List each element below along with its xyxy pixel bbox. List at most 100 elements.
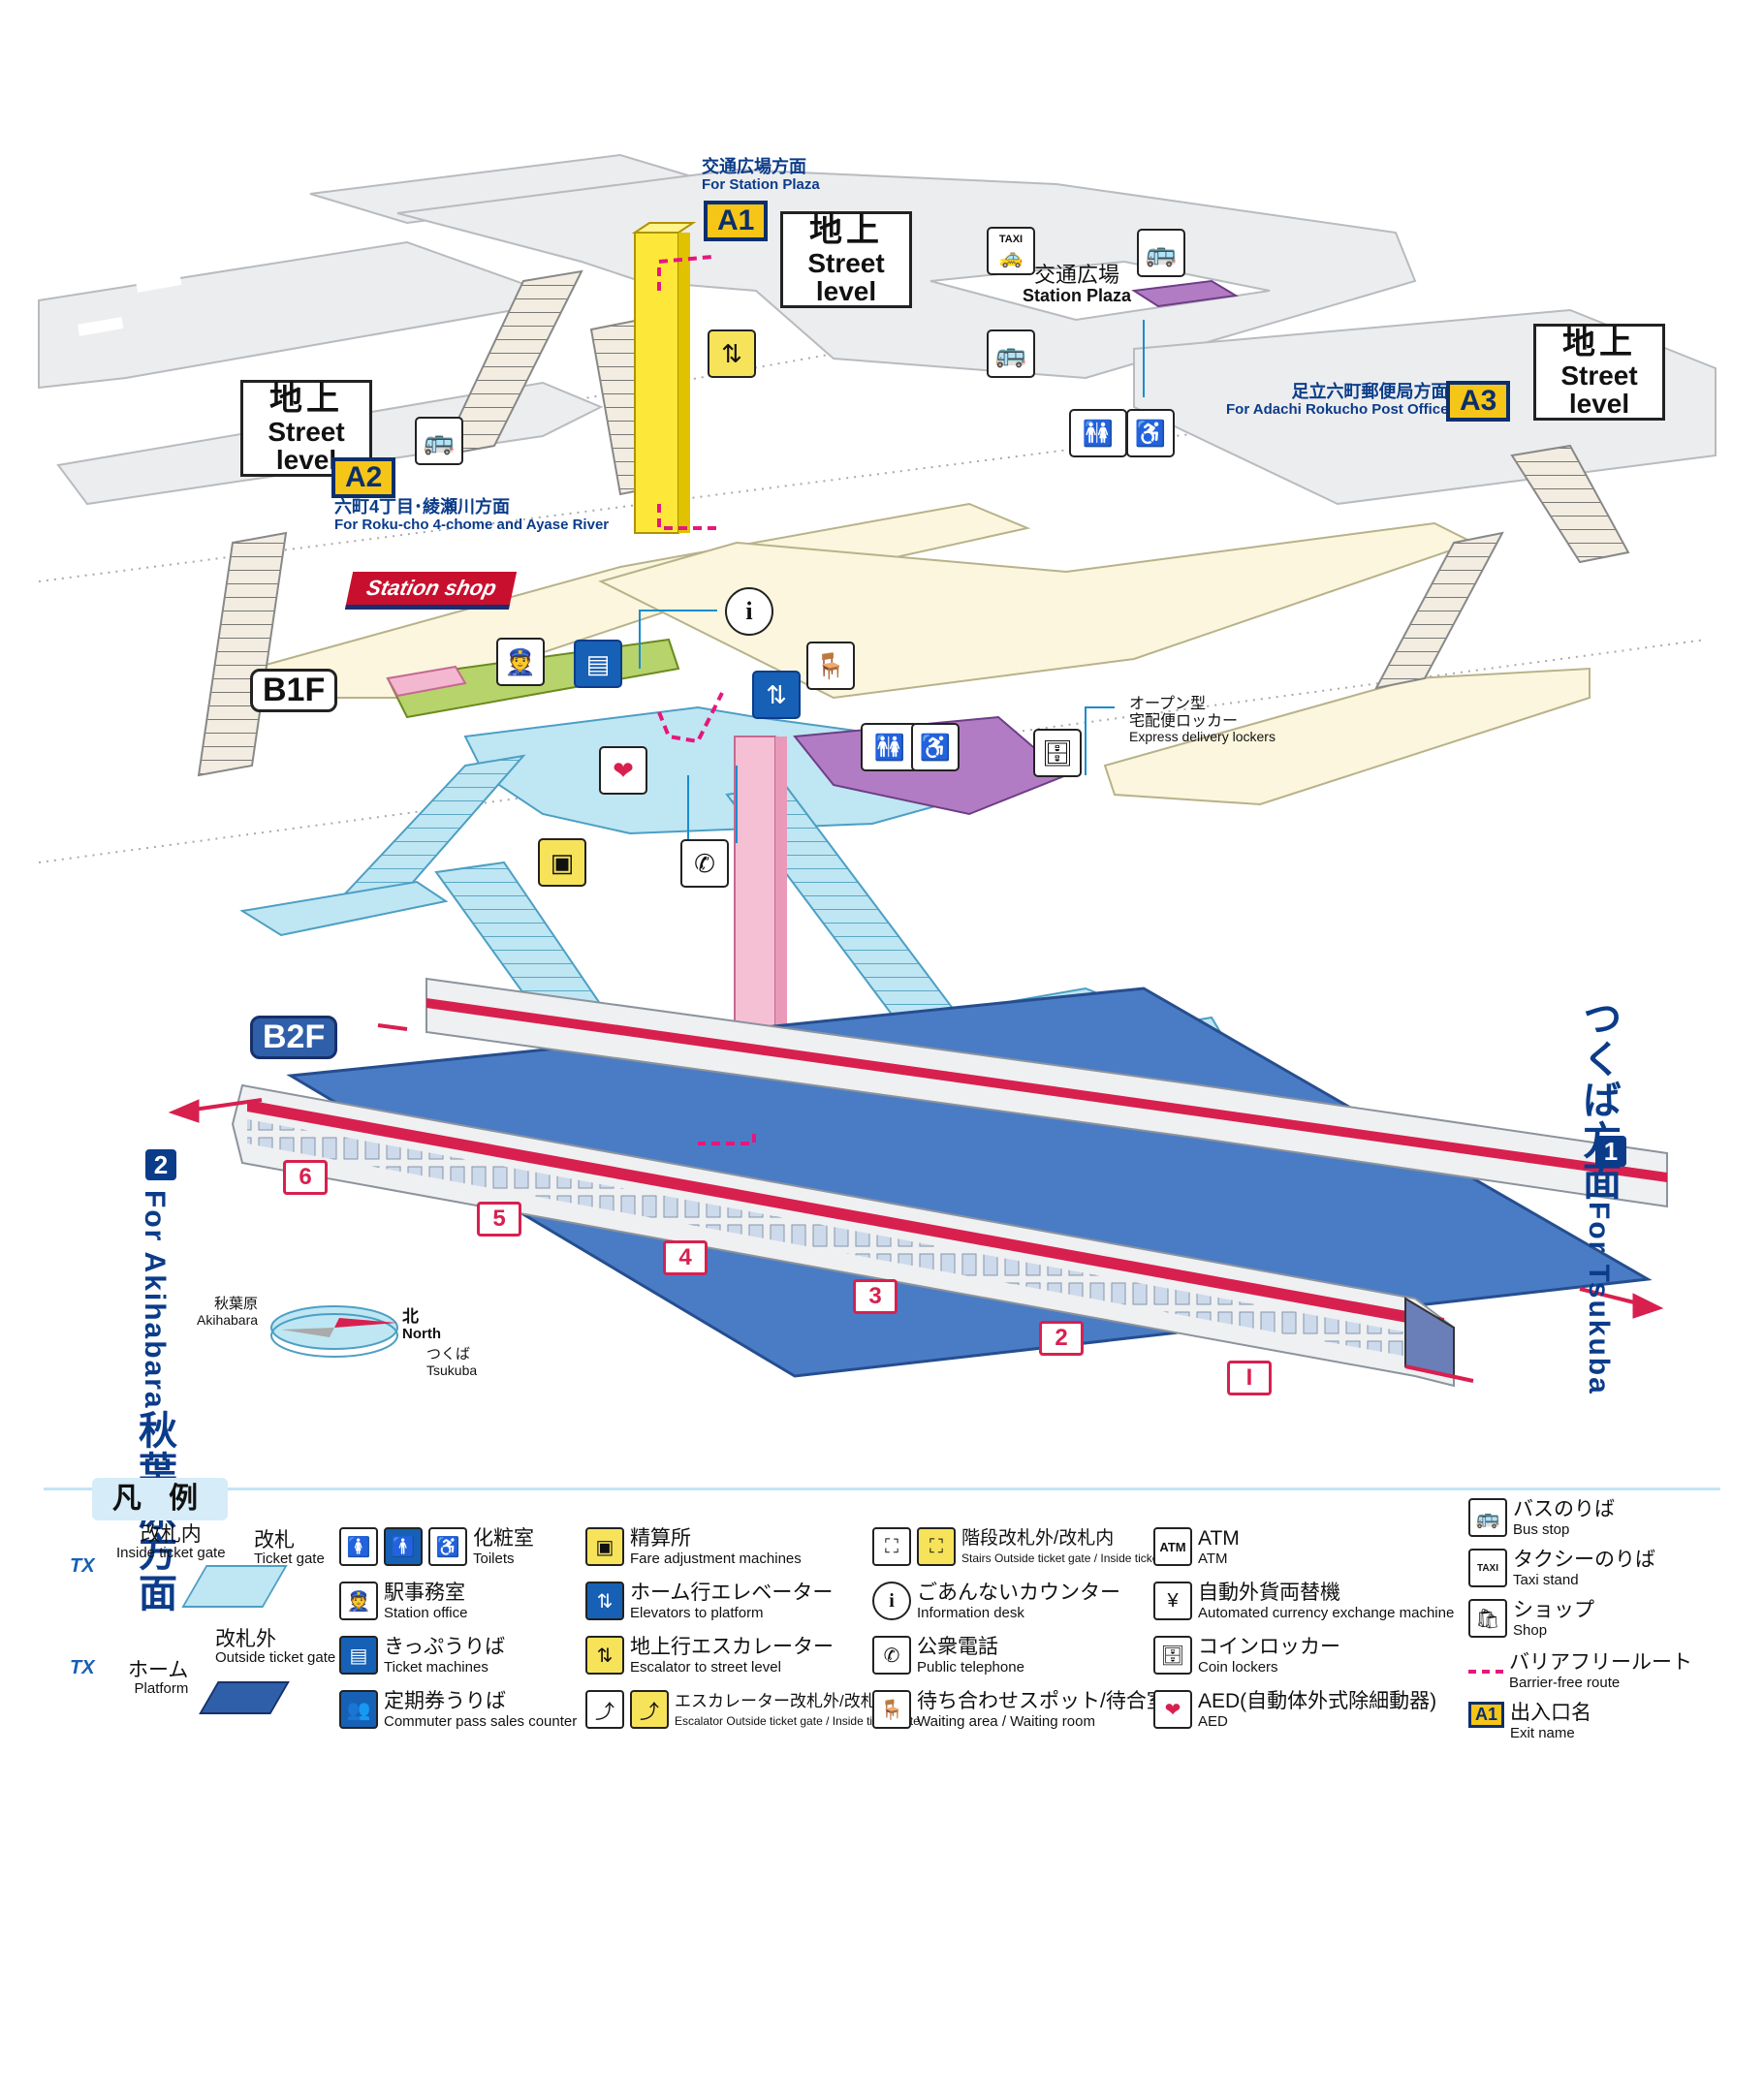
toilets-icon: 🚻 <box>1069 409 1127 457</box>
legend-divider <box>44 1488 1720 1490</box>
exit-a1: A1 <box>704 201 769 241</box>
commuter-pass-icon: 👥 <box>339 1690 378 1729</box>
train-back <box>425 977 1668 1208</box>
waiting-area-icon: 🪑 <box>806 642 855 690</box>
plaza-shelter <box>1131 279 1239 308</box>
station-shop-banner: Station shop <box>344 572 518 610</box>
bus-stop-icon: 🚌 <box>1468 1498 1507 1537</box>
aed-icon: ❤ <box>599 746 647 795</box>
elevator-street-icon: ⇅ <box>708 329 756 378</box>
station-plaza-label: 交通広場 Station Plaza <box>1023 263 1132 306</box>
atm-icon: ATM <box>1153 1527 1192 1566</box>
car-number-2: 2 <box>1039 1321 1084 1356</box>
exit-a2: A2 <box>331 457 396 498</box>
fare-adjustment-icon: ▣ <box>585 1527 624 1566</box>
gate-sample-swatch <box>181 1565 288 1608</box>
wheelchair-b1f-icon: ♿ <box>911 723 960 771</box>
bus-stop-icon: 🚌 <box>987 329 1035 378</box>
elevator-platform-icon: ⇅ <box>752 671 801 719</box>
floor-b2f: B2F <box>250 1016 338 1059</box>
track-1-badge: 1 <box>1595 1136 1626 1167</box>
plaza-island <box>929 260 1271 322</box>
direction-arrows <box>168 1023 1664 1383</box>
aed-icon: ❤ <box>1153 1690 1192 1729</box>
shop-icon: 🛍 <box>1468 1599 1507 1638</box>
coin-lockers-icon: 🗄 <box>1153 1636 1192 1675</box>
bus-stop-icon: 🚌 <box>1137 229 1185 277</box>
waiting-area-icon: 🪑 <box>872 1690 911 1729</box>
car-number-5: 5 <box>477 1202 521 1237</box>
bus-stop-icon: 🚌 <box>415 417 463 465</box>
taxi-icon: TAXI🚕 <box>987 227 1035 275</box>
landing-left <box>239 880 449 937</box>
elevator-street-icon: ⇅ <box>585 1636 624 1675</box>
platform-sample-swatch <box>199 1681 290 1714</box>
wheelchair-icon: ♿ <box>1126 409 1175 457</box>
legend-aed: ❤ AED(自動体外式除細動器)AED <box>1153 1690 1436 1730</box>
currency-exchange-icon: ¥ <box>1153 1582 1192 1620</box>
exit-name-icon: A1 <box>1468 1702 1505 1728</box>
crosswalk <box>78 210 308 336</box>
female-toilet-icon: 🚺 <box>339 1527 378 1566</box>
information-icon: i <box>872 1582 911 1620</box>
car-number-3: 3 <box>853 1279 898 1314</box>
coin-lockers-icon: 🗄 <box>1033 729 1082 777</box>
fare-adjustment-icon: ▣ <box>538 838 586 887</box>
public-telephone-icon: ✆ <box>680 839 729 888</box>
track-2-badge: 2 <box>145 1149 176 1180</box>
direction-tsukuba: つくば方面For Tsukuba <box>1577 998 1620 1395</box>
toilets-b1f-icon: 🚻 <box>861 723 919 771</box>
tx-logo: TX <box>70 1555 95 1577</box>
car-number-6: 6 <box>283 1160 328 1195</box>
barrier-free-route <box>657 255 756 1145</box>
shop-pink <box>386 665 467 698</box>
male-toilet-icon: 🚹 <box>384 1527 423 1566</box>
legend-title: 凡 例 <box>92 1478 228 1520</box>
information-icon: i <box>725 587 773 636</box>
barrier-free-route-icon <box>1468 1669 1503 1674</box>
public-telephone-icon: ✆ <box>872 1636 911 1675</box>
car-number-1: I <box>1227 1361 1272 1395</box>
delivery-lockers-label: オープン型 宅配便ロッカー Express delivery lockers <box>1129 696 1276 745</box>
ticket-machines-icon: ▤ <box>574 640 622 688</box>
tx-logo: TX <box>70 1657 95 1678</box>
escalator-outside-icon: ⤴ <box>585 1690 624 1729</box>
exit-a3: A3 <box>1446 381 1511 422</box>
street-escalators <box>197 269 1630 777</box>
escalator-inside-icon: ⤴ <box>630 1690 669 1729</box>
compass-graphic <box>270 1305 398 1358</box>
train-front <box>231 1083 1455 1388</box>
accessible-toilet-icon: ♿ <box>428 1527 467 1566</box>
stairs-inside-icon: ⛶ <box>917 1527 956 1566</box>
car-number-4: 4 <box>663 1240 708 1275</box>
